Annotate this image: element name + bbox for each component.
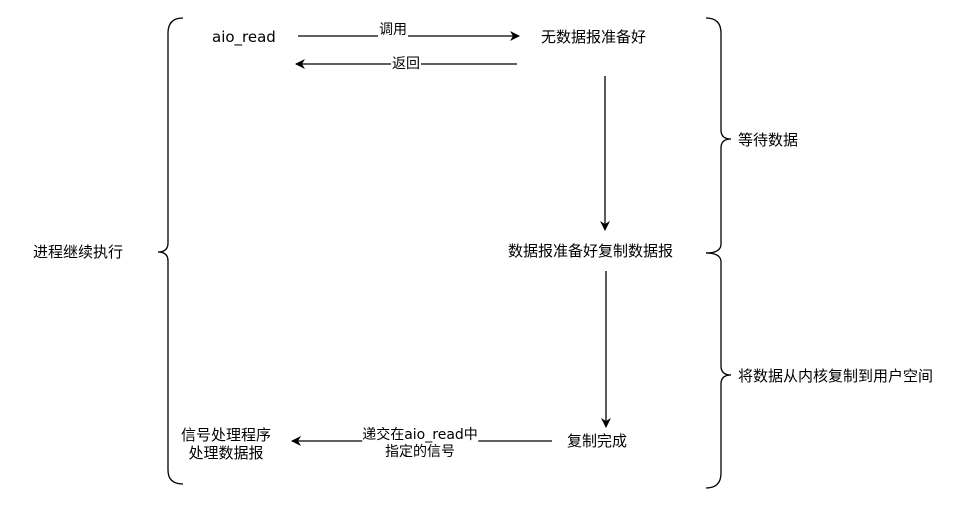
node-aio-read: aio_read	[212, 28, 276, 46]
node-copy-done: 复制完成	[567, 432, 628, 450]
deliver-line1: 递交在aio_read中	[362, 427, 478, 443]
wait-data-brace	[705, 17, 732, 254]
brace-label-process-continue: 进程继续执行	[33, 243, 124, 261]
edge-label-deliver: 递交在aio_read中 指定的信号	[362, 427, 478, 461]
edge-label-call: 调用	[378, 22, 408, 39]
left-brace	[157, 17, 184, 485]
node-signal-handler: 信号处理程序 处理数据报	[181, 426, 271, 462]
node-no-datagram: 无数据报准备好	[541, 28, 647, 46]
edge-label-return: 返回	[391, 56, 421, 73]
signal-handler-line2: 处理数据报	[188, 444, 264, 462]
brace-label-wait-data: 等待数据	[738, 131, 799, 149]
deliver-line2: 指定的信号	[385, 444, 455, 460]
node-datagram-ready: 数据报准备好复制数据报	[508, 242, 674, 260]
copy-brace	[705, 252, 732, 489]
brace-label-copy-to-user: 将数据从内核复制到用户空间	[738, 367, 934, 385]
signal-handler-line1: 信号处理程序	[180, 426, 272, 444]
